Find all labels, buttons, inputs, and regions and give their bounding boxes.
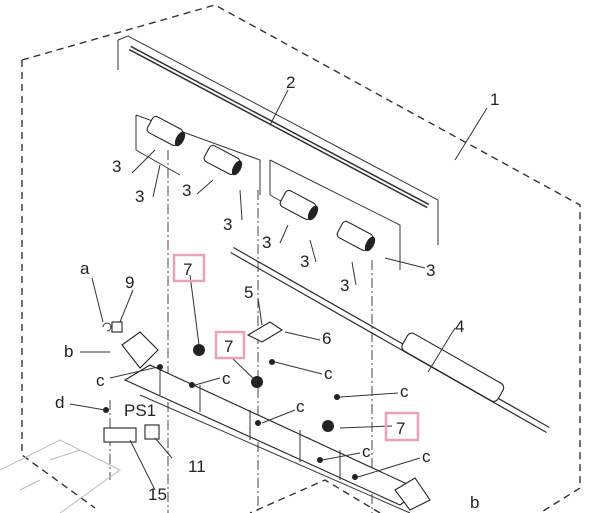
callout-3: 3 <box>300 252 309 271</box>
base-frame <box>121 331 431 513</box>
callout-1: 1 <box>490 90 499 109</box>
callout-d: d <box>55 393 64 412</box>
callout-9: 9 <box>125 273 134 292</box>
callout-c: c <box>96 371 105 390</box>
callout-a: a <box>80 259 90 278</box>
callout-4: 4 <box>455 317 464 336</box>
callout-3: 3 <box>426 261 435 280</box>
callout-c: c <box>400 382 409 401</box>
callout-6: 6 <box>322 329 331 348</box>
part-9 <box>111 321 123 333</box>
callout-c: c <box>296 397 305 416</box>
callout-7: 7 <box>224 337 233 356</box>
rollers-3 <box>146 115 376 252</box>
callout-b: b <box>470 493 479 512</box>
part-5-6 <box>246 321 284 343</box>
callout-3: 3 <box>135 187 144 206</box>
callout-15: 15 <box>148 485 167 504</box>
callout-ps1: PS1 <box>124 401 156 420</box>
callout-b: b <box>64 342 73 361</box>
callout-c: c <box>324 364 333 383</box>
highlight-box <box>172 253 206 283</box>
roller-shaft-4 <box>230 246 550 434</box>
callout-5: 5 <box>244 283 253 302</box>
highlight-box <box>384 411 420 442</box>
callout-3: 3 <box>262 233 271 252</box>
callout-3: 3 <box>112 157 121 176</box>
springs-7 <box>193 344 334 432</box>
unit-boundary <box>21 4 581 513</box>
screws-c <box>103 359 358 480</box>
callout-7: 7 <box>396 419 405 438</box>
fastener-a-shape <box>102 322 112 332</box>
callout-11: 11 <box>188 457 206 476</box>
callout-7: 7 <box>183 260 192 279</box>
highlight-box <box>214 330 246 360</box>
part-15 <box>103 427 137 443</box>
callout-c: c <box>362 442 371 461</box>
shaft-2 <box>128 45 430 209</box>
callout-3: 3 <box>182 181 191 200</box>
callout-3: 3 <box>223 215 232 234</box>
part-11 <box>144 424 160 440</box>
callout-c: c <box>422 447 431 466</box>
callout-2: 2 <box>286 73 295 92</box>
callout-c: c <box>222 369 231 388</box>
callout-3: 3 <box>340 276 349 295</box>
